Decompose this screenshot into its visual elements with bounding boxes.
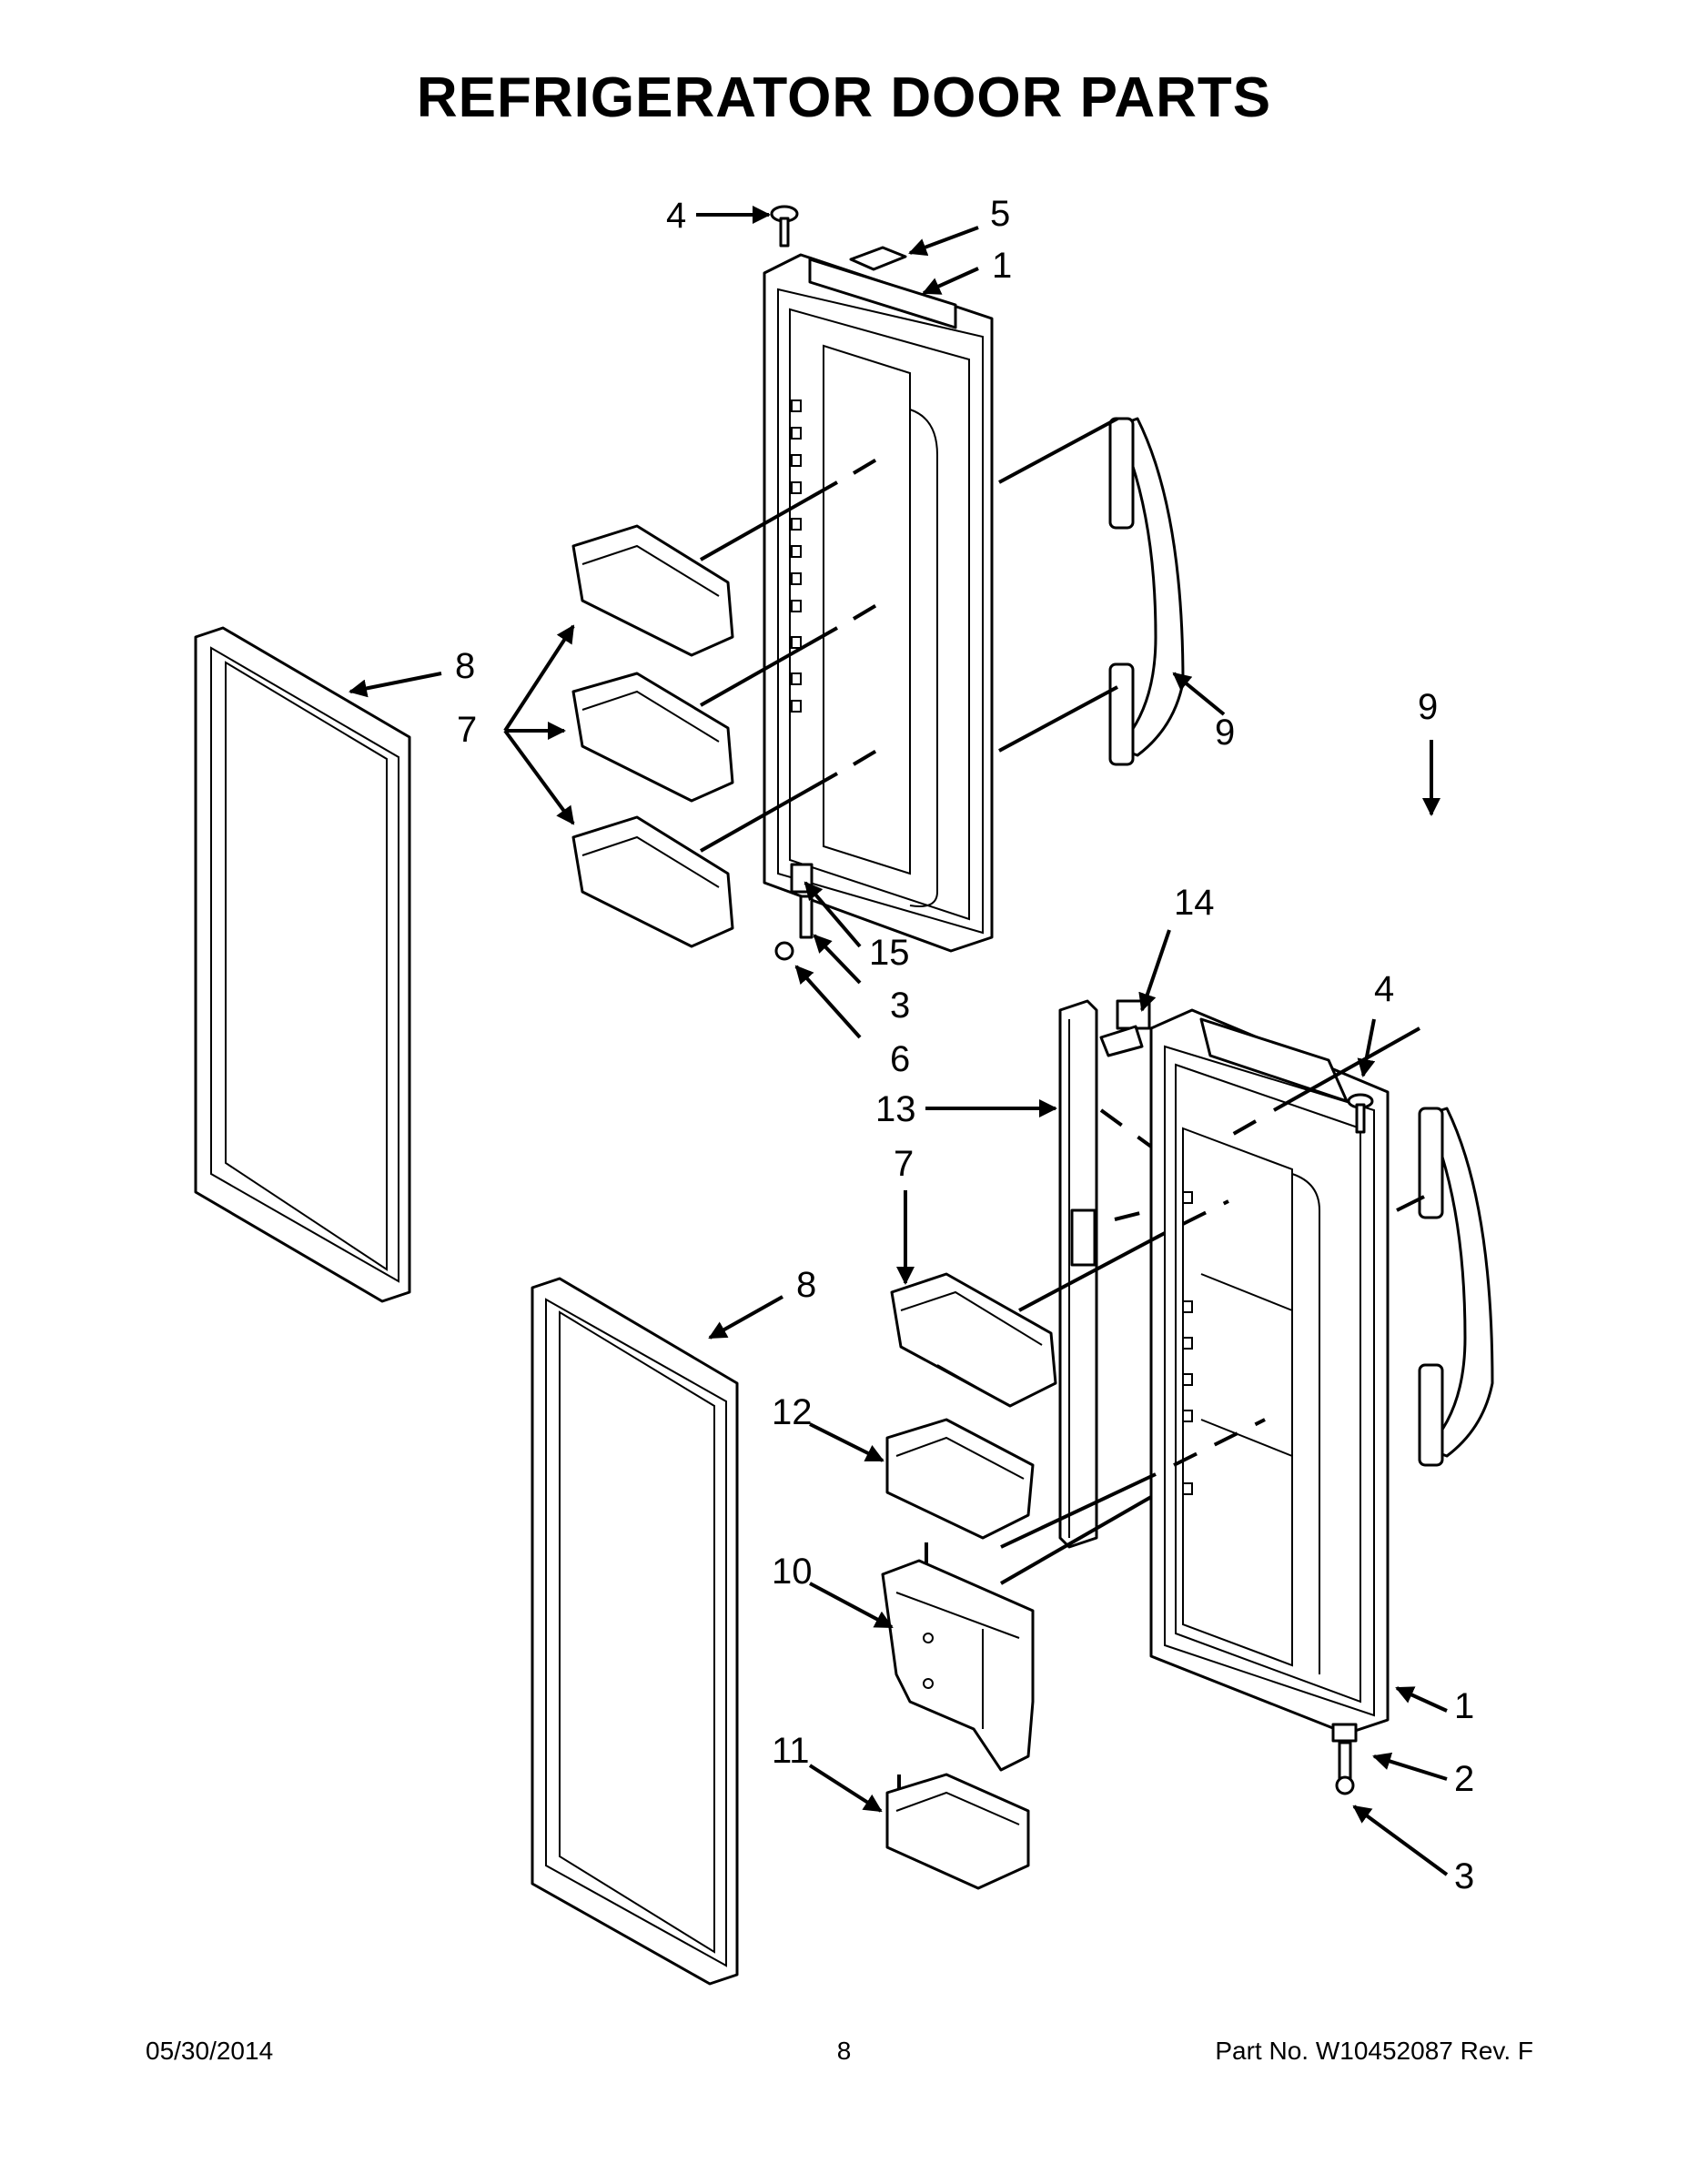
upper-door-gasket [194, 626, 411, 1303]
door-bin-studs [791, 399, 802, 713]
callout-label: 14 [1174, 883, 1215, 923]
callout-label: 15 [869, 933, 910, 973]
lower-door-gasket [531, 1277, 739, 1986]
right-door-bin [890, 1272, 1057, 1408]
callout-label: 4 [666, 196, 686, 236]
door-bin-3 [571, 815, 734, 948]
callout-label: 6 [890, 1039, 910, 1079]
callout-label: 12 [772, 1392, 813, 1432]
callout-label: 7 [894, 1144, 914, 1184]
callout-label: 8 [455, 646, 475, 686]
door-top-plug-icon [770, 205, 799, 248]
callout-label: 5 [990, 194, 1010, 234]
footer-part-number: Part No. W10452087 Rev. F [1215, 2037, 1533, 2065]
callout-leaders [349, 206, 1449, 1876]
left-door-assembly [763, 253, 994, 953]
callout-label: 3 [1454, 1856, 1474, 1896]
right-door-assembly [1149, 1008, 1390, 1735]
callout-label: 9 [1215, 713, 1235, 753]
callout-label: 4 [1374, 969, 1394, 1009]
callout-label: 11 [772, 1731, 810, 1771]
callout-label: 13 [875, 1089, 916, 1129]
lower-door-handle [1418, 1107, 1494, 1467]
door-bin-1 [571, 524, 734, 657]
right-door-studs [1182, 1191, 1193, 1495]
hinge-cover-icon [849, 246, 907, 271]
callout-label: 1 [1454, 1686, 1474, 1726]
dispenser-bin-12 [885, 1418, 1035, 1540]
callout-label: 8 [796, 1265, 816, 1305]
bin-11 [885, 1773, 1030, 1890]
footer-page-number: 8 [836, 2037, 852, 2065]
bin-bracket-10 [881, 1559, 1035, 1772]
right-hinge-icon [1331, 1723, 1358, 1795]
callout-label: 10 [772, 1552, 813, 1592]
callout-label: 9 [1418, 687, 1438, 727]
callout-label: 3 [890, 986, 910, 1026]
callout-label: 2 [1454, 1759, 1474, 1799]
callout-labels: 4 5 1 8 7 9 15 3 6 9 14 4 13 7 8 12 10 1… [455, 194, 1474, 1896]
callout-label: 7 [457, 710, 477, 750]
upper-door-handle [1108, 417, 1185, 766]
mullion-screw-icon [1099, 1025, 1144, 1057]
center-mullion [1058, 999, 1151, 1549]
right-door-top-plug-icon [1347, 1093, 1374, 1134]
callout-label: 1 [992, 246, 1012, 286]
footer-date: 05/30/2014 [146, 2037, 274, 2065]
page-title: REFRIGERATOR DOOR PARTS [416, 66, 1272, 129]
door-bin-2 [571, 672, 734, 803]
